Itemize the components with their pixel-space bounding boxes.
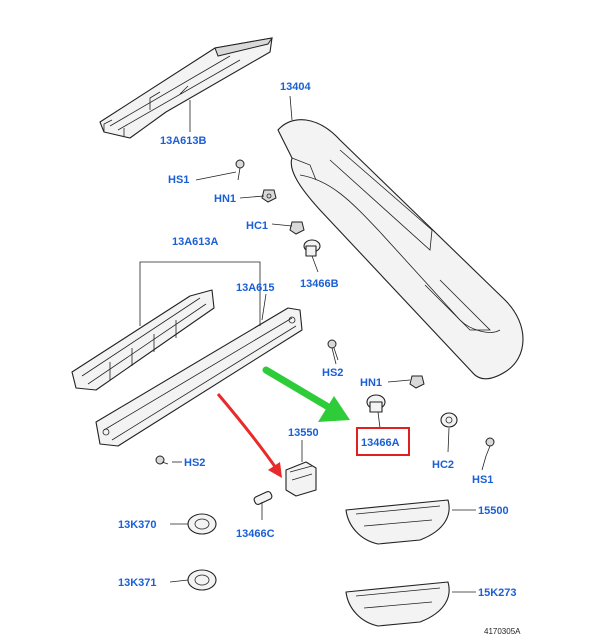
part-15500-lamp bbox=[345, 499, 450, 545]
fastener-13466a bbox=[366, 394, 386, 413]
label-hs2-left: HS2 bbox=[184, 457, 205, 469]
fastener-hs1-top bbox=[235, 159, 245, 181]
part-13404-spoiler bbox=[277, 119, 524, 380]
fastener-hs1-right bbox=[485, 437, 495, 457]
fastener-hn1-mid bbox=[409, 375, 425, 389]
fastener-hs2-right bbox=[327, 339, 339, 361]
part-13a615-lamp bbox=[95, 307, 303, 447]
fastener-13466b bbox=[303, 239, 321, 257]
red-arrow-annotation bbox=[216, 393, 282, 478]
label-13k370: 13K370 bbox=[118, 519, 157, 531]
label-hc2: HC2 bbox=[432, 459, 454, 471]
label-hn1-top: HN1 bbox=[214, 193, 236, 205]
label-13a615: 13A615 bbox=[236, 282, 275, 294]
fastener-hn1-top bbox=[261, 189, 277, 203]
part-13k371-grommet bbox=[187, 569, 217, 591]
label-hc1: HC1 bbox=[246, 220, 268, 232]
label-13a613a: 13A613A bbox=[172, 236, 219, 248]
fastener-hc2 bbox=[440, 412, 458, 428]
part-13a613b-bracket bbox=[99, 37, 274, 139]
label-13466b: 13466B bbox=[300, 278, 339, 290]
label-13466a: 13466A bbox=[361, 437, 400, 449]
highlight-box-13466a bbox=[356, 427, 410, 456]
part-13550-socket bbox=[285, 461, 317, 497]
label-hs2-right: HS2 bbox=[322, 367, 343, 379]
label-13a613b: 13A613B bbox=[160, 135, 207, 147]
label-13550: 13550 bbox=[288, 427, 319, 439]
label-13k371: 13K371 bbox=[118, 577, 157, 589]
label-13404: 13404 bbox=[280, 81, 311, 93]
part-13k370-grommet bbox=[187, 513, 217, 535]
label-13466c: 13466C bbox=[236, 528, 275, 540]
green-arrow-annotation bbox=[262, 366, 350, 422]
label-15k273: 15K273 bbox=[478, 587, 517, 599]
label-hn1-mid: HN1 bbox=[360, 377, 382, 389]
diagram-reference-number: 4170305A bbox=[484, 627, 521, 636]
part-13466c-bulb bbox=[253, 491, 273, 505]
leader-lines bbox=[139, 95, 487, 593]
part-13a613a-bracket bbox=[71, 289, 215, 391]
label-15500: 15500 bbox=[478, 505, 509, 517]
label-hs1-right: HS1 bbox=[472, 474, 493, 486]
label-hs1-top: HS1 bbox=[168, 174, 189, 186]
fastener-hc1 bbox=[289, 221, 305, 235]
part-15k273-lamp bbox=[345, 581, 450, 627]
fastener-hs2-left bbox=[155, 455, 169, 465]
